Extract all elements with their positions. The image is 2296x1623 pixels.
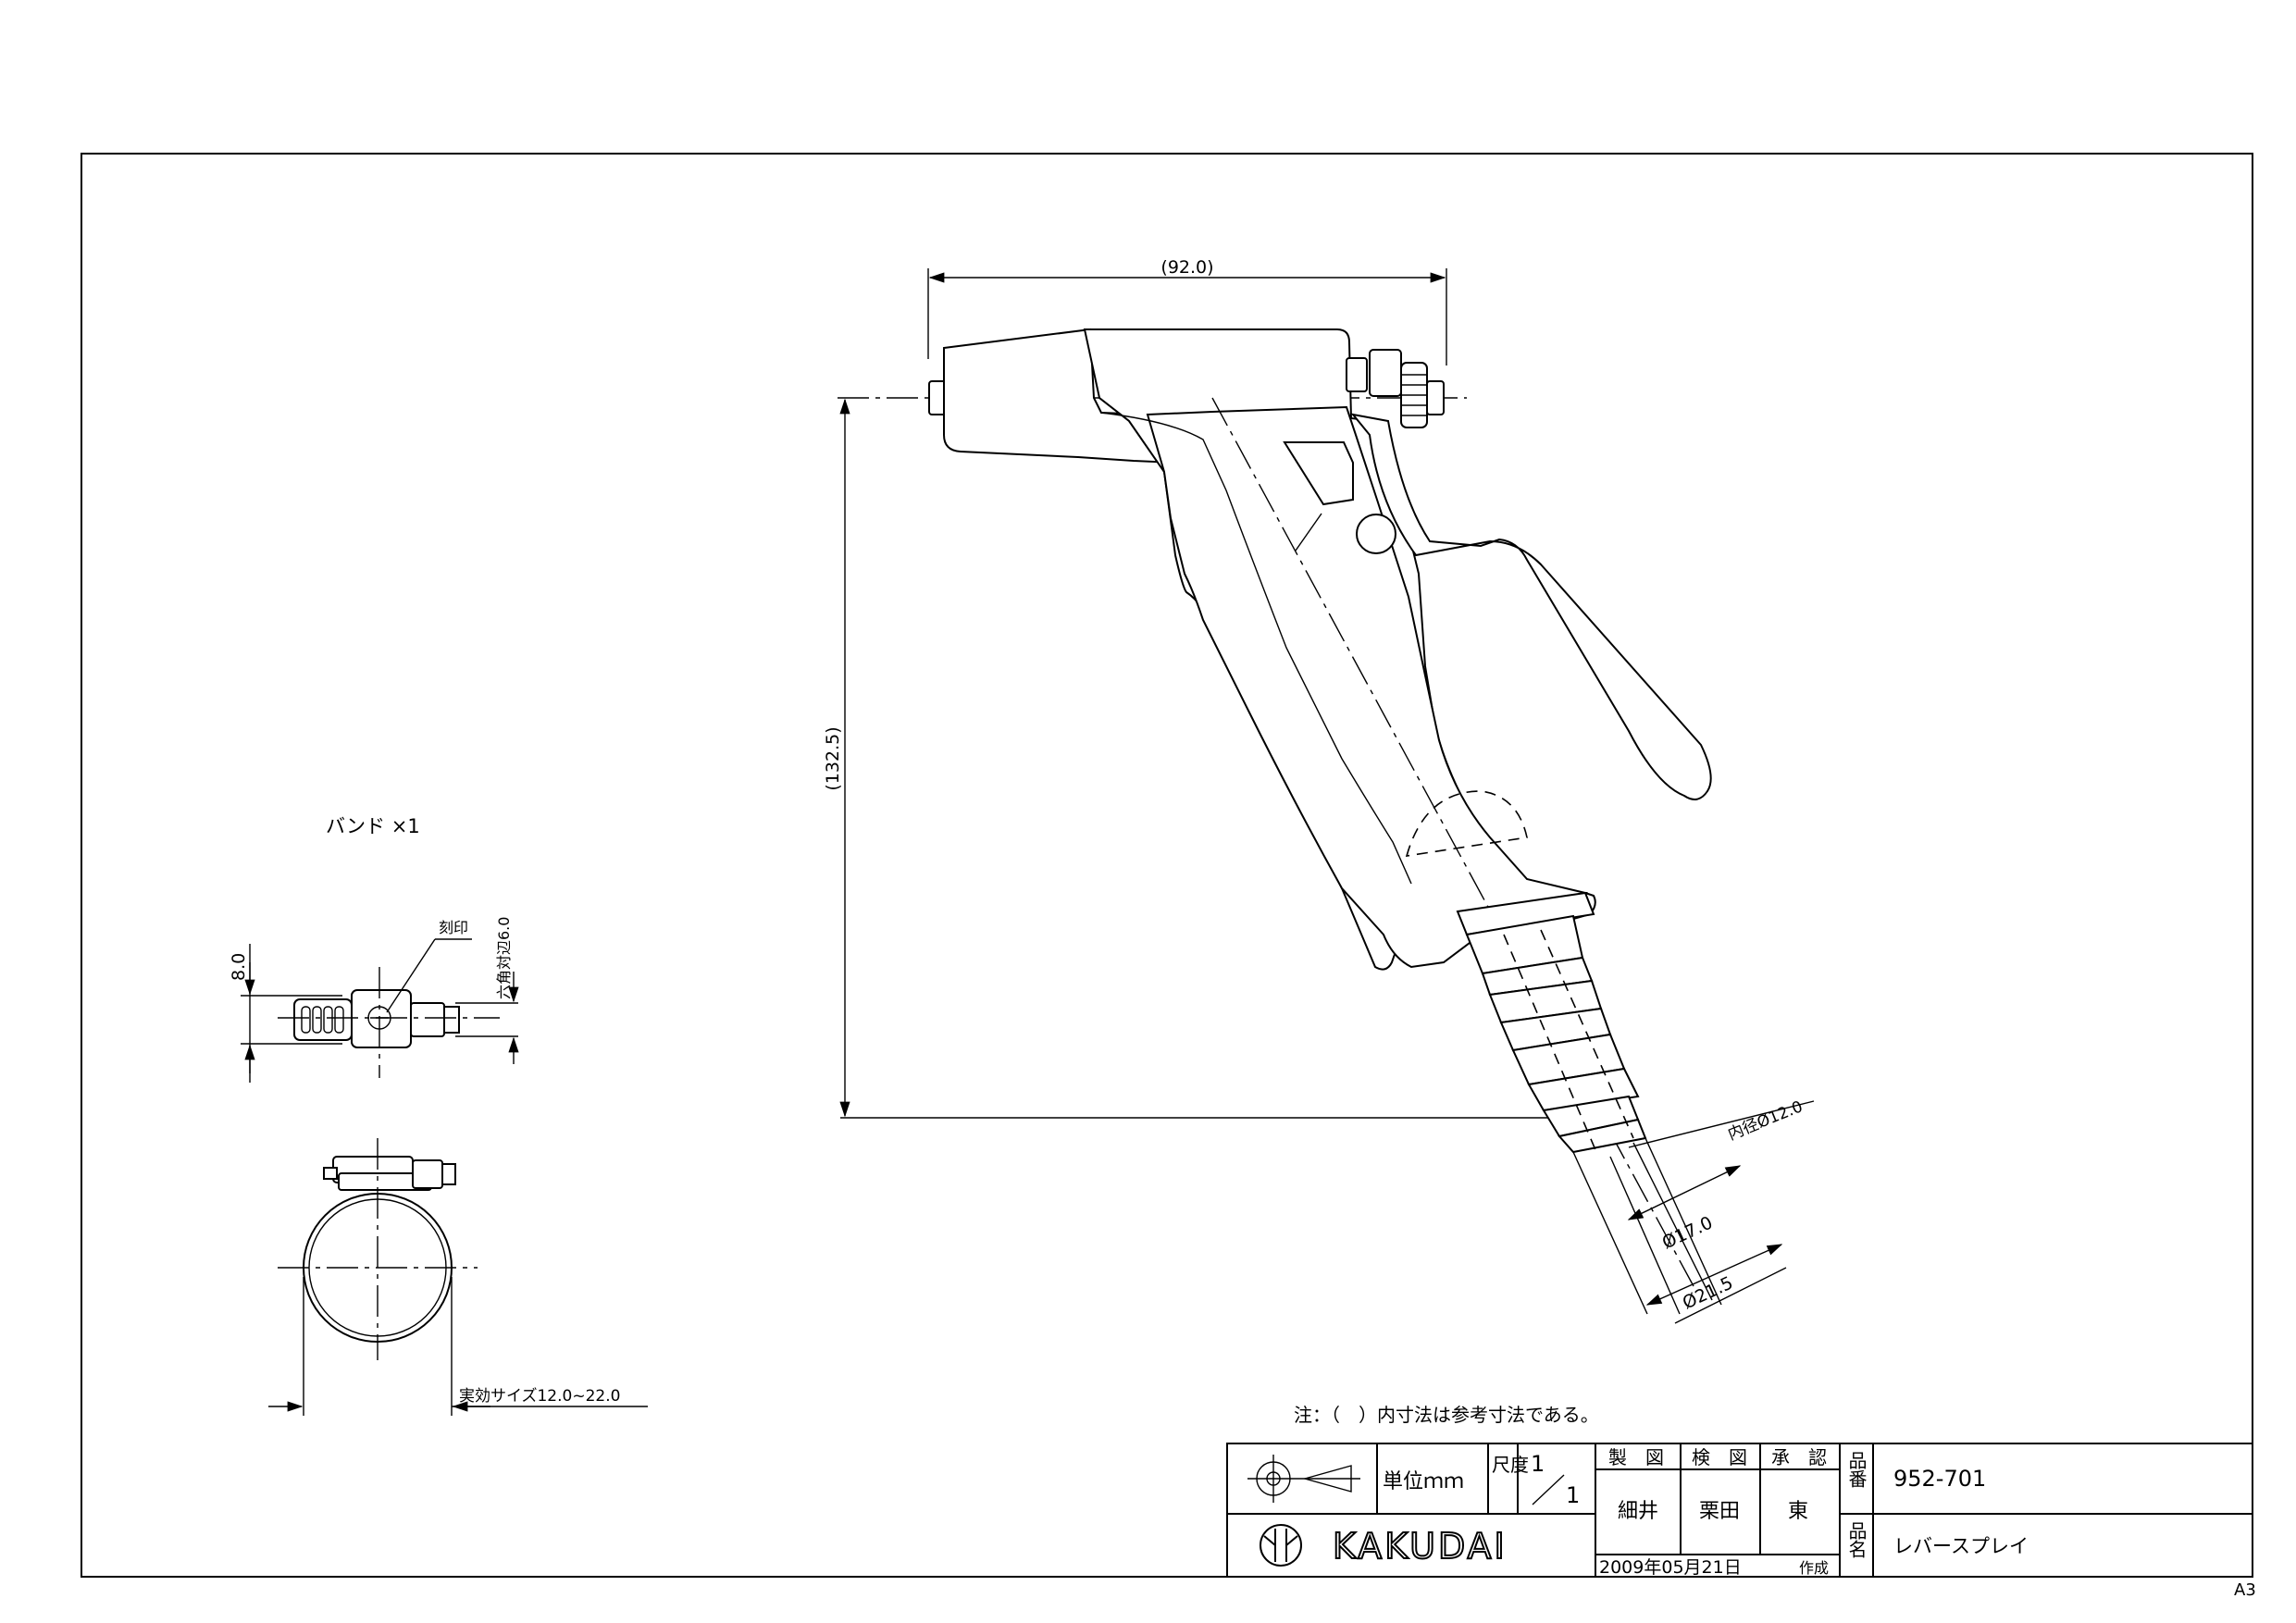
band-side-view: 8.0 刻印 六角対辺6.0: [229, 917, 519, 1083]
nozzle-barrel: [943, 328, 1177, 465]
pivot-pin: [1356, 514, 1396, 554]
engraving-label: 刻印: [439, 919, 468, 936]
approved-label: 承 認: [1771, 1446, 1827, 1468]
band-view: バンド ×1 8.0 刻印: [229, 815, 648, 1416]
title-block: 単位ｍｍ 尺度 1 1 製 図 検 図 承 認 細井 栗田 東 品番 952-7…: [1226, 1443, 2253, 1578]
outer-dia-21-dimension: Ø21.5: [1645, 1244, 1787, 1324]
sheet-size-label: A3: [2234, 1580, 2256, 1600]
inner-bore-dimension: 内径Ø12.0: [1628, 1097, 1815, 1148]
band-width-dim: 8.0: [229, 953, 249, 981]
scale-value: 1 1: [1531, 1451, 1580, 1508]
projection-symbol-icon: [1247, 1455, 1360, 1503]
grip-center-line: [1211, 397, 1694, 1287]
unit-label: 単位ｍｍ: [1383, 1470, 1464, 1493]
checked-by: 栗田: [1699, 1500, 1740, 1523]
drawn-label: 製 図: [1608, 1446, 1664, 1468]
width-dimension-label: (92.0): [1160, 257, 1213, 278]
bore-hidden-right: [1540, 929, 1634, 1139]
lever-spray-view: (92.0) (132.5): [823, 257, 1815, 1324]
height-dimension-label: (132.5): [823, 726, 843, 790]
trigger-lever: [1350, 413, 1712, 800]
part-name-label: 品名: [1845, 1521, 1868, 1558]
part-no-label: 品番: [1845, 1451, 1868, 1488]
grip-emblem: [1405, 790, 1528, 857]
grip-body: [1146, 405, 1596, 969]
hex-dim: 六角対辺6.0: [495, 917, 513, 999]
band-title: バンド ×1: [326, 815, 420, 837]
part-name: レバースプレイ: [1893, 1535, 2029, 1557]
reference-dimension-note: 注：（ ）内寸法は参考寸法である。: [1294, 1404, 1599, 1426]
height-dimension: (132.5): [823, 398, 1610, 1119]
logo-wordmark: KAKUDAI: [1333, 1526, 1508, 1567]
part-no: 952-701: [1893, 1466, 1986, 1492]
width-dimension: (92.0): [927, 257, 1447, 365]
band-front-view: 実効サイズ12.0~22.0: [268, 1138, 648, 1416]
scale-label: 尺度: [1492, 1454, 1529, 1476]
handle-inner-edge: [1100, 412, 1412, 885]
scale-denominator: 1: [1566, 1482, 1580, 1508]
hose-barb: [1456, 891, 1647, 1154]
drawing-border: [81, 153, 2253, 1578]
lever-bracket: [1283, 441, 1354, 506]
outer-dia-17-label: Ø17.0: [1659, 1212, 1716, 1253]
inner-bore-label: 内径Ø12.0: [1725, 1097, 1806, 1144]
kakudai-logo: KAKUDAI: [1260, 1524, 1508, 1567]
checked-label: 検 図: [1692, 1446, 1747, 1468]
creation-date-suffix: 作成: [1799, 1559, 1829, 1577]
approved-by: 東: [1788, 1500, 1808, 1523]
adjuster-knob: [1346, 349, 1445, 428]
scale-numerator: 1: [1531, 1451, 1545, 1477]
bore-hidden-left: [1503, 934, 1597, 1153]
outer-dia-17-dimension: Ø17.0: [1627, 1165, 1742, 1254]
effective-size-label: 実効サイズ12.0~22.0: [459, 1387, 620, 1406]
creation-date: 2009年05月21日: [1599, 1557, 1742, 1578]
drawn-by: 細井: [1618, 1500, 1658, 1523]
